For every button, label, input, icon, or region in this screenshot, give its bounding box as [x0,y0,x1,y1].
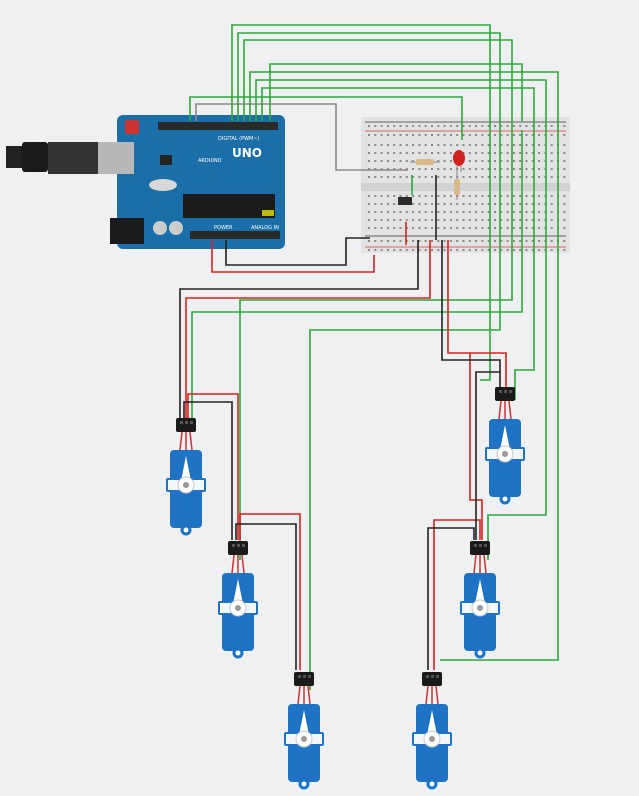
capacitor-2 [169,221,183,235]
resistor-horizontal[interactable] [410,159,440,165]
digital-header [158,122,278,130]
usb-port [98,142,134,174]
usb-cable-end [6,146,22,168]
breadboard-center-channel [361,183,570,191]
wires [179,24,559,690]
servo-2[interactable] [216,539,260,659]
wire-black-servo-6 [475,371,500,540]
wire-green-5 [255,79,547,560]
arduino-board[interactable]: UNO ARDUINO DIGITAL (PWM~) POWER ANALOG … [6,115,285,249]
power-header [190,231,240,239]
wire-red-power [211,240,375,273]
wire-red-servo-3 [239,513,301,670]
servo-4[interactable] [483,385,527,505]
microcontroller-chip [183,194,275,218]
wire-green-6 [261,87,535,400]
wire-red-servo-4 [447,240,507,400]
digital-label: DIGITAL (PWM~) [218,136,260,142]
wire-black-gnd [225,237,370,266]
breadboard[interactable] [361,117,570,253]
wire-green-3 [239,39,513,560]
wire-green-9 [191,130,523,430]
wire-red-servo-5 [433,519,481,670]
wire-black-servo-3 [235,523,297,670]
analog-header [240,231,280,239]
wire-black-servo-5 [427,527,475,670]
wire-green-7 [189,96,463,140]
wire-gray-sense [195,103,408,171]
wire-green-1 [231,24,491,381]
wire-black-servo-4 [441,240,501,400]
wire-green-4 [249,71,559,661]
capacitor-1 [153,221,167,235]
board-brand: UNO [232,146,262,160]
pushbutton[interactable] [398,197,412,205]
analog-label: ANALOG IN [251,225,279,231]
servo-3[interactable] [282,670,326,790]
servo-1[interactable] [164,416,208,536]
regulator [160,155,172,165]
on-led [262,210,274,216]
resistor-vertical[interactable] [454,172,460,200]
crystal [149,179,177,191]
led[interactable] [453,150,465,172]
wire-black-servo-1 [179,240,419,430]
wire-red-servo-1 [185,240,431,430]
usb-cable-plug [22,142,48,172]
wire-green-8 [269,63,523,121]
reset-button[interactable] [125,120,139,134]
power-label: POWER [214,225,233,231]
wire-black-servo-2 [183,401,233,540]
servo-6[interactable] [410,670,454,790]
wire-green-2 [237,32,501,690]
wire-red-servo-2 [187,393,239,540]
servo-5[interactable] [458,539,502,659]
power-jack [110,218,144,244]
board-sub-brand: ARDUINO [198,158,222,164]
